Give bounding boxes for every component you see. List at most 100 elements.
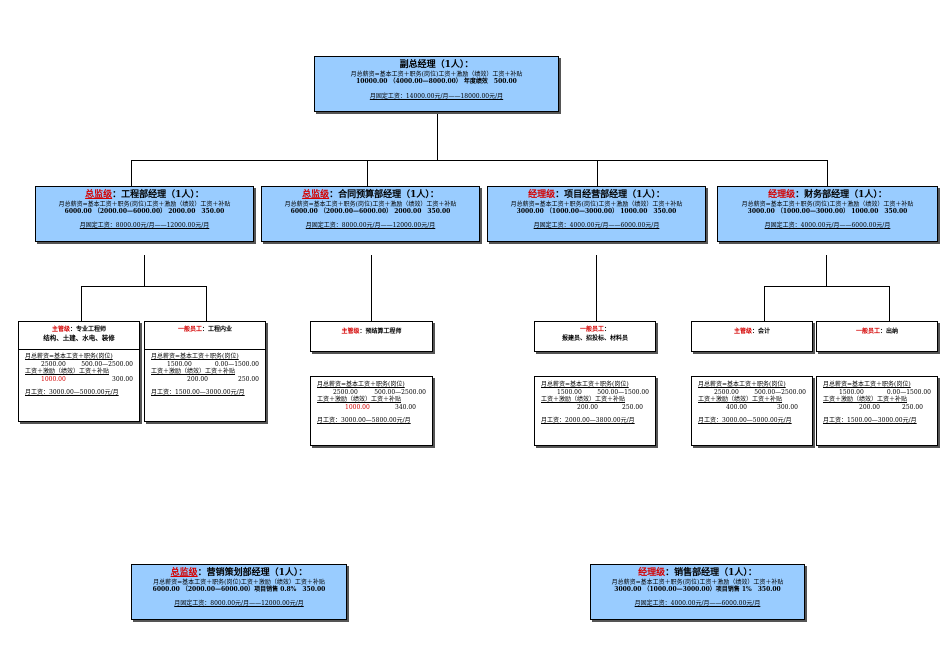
level-label: 总监级 [302, 190, 330, 200]
manager-box-marketing-planning: 总监级：营销策划部经理（1人）： 月总薪资=基本工资＋职务(岗位)工资＋激励（绩… [131, 564, 347, 620]
manager-formula: 月总薪资=基本工资＋职务(岗位)工资＋激励（绩效）工资＋补贴 [741, 201, 914, 208]
connector-line [826, 255, 827, 286]
connector-line [596, 255, 597, 322]
staff-title: ：工程内业 [202, 326, 233, 333]
staff-title: ： [604, 326, 611, 333]
vp-title: 副总经理（1人）： [399, 60, 474, 70]
staff-allowance: 250.00 [238, 375, 259, 383]
staff-pay: 月工资：3000.00—5000.00元/月 [25, 389, 119, 396]
manager-numbers: 6000.00 （2000.00—6000.00）项目销售 0.8% 350.0… [152, 586, 326, 593]
staff-post: 500.00—2500.00 [81, 360, 133, 368]
staff-allowance: 250.00 [902, 403, 923, 411]
manager-numbers: 3000.00 （1000.00—3000.00） 1000.00 350.00 [747, 208, 908, 215]
manager-numbers: 6000.00 （2000.00—6000.00） 2000.00 350.00 [290, 208, 451, 215]
staff-base: 2500.00 [714, 388, 739, 396]
staff-formula: 月总薪资=基本工资＋职务(岗位) [25, 353, 113, 360]
staff-title-box-project-staff: 一般员工： 报建员、招投标、材料员 [534, 321, 656, 352]
connector-line [206, 286, 207, 322]
connector-line [764, 286, 765, 322]
vp-formula: 月总薪资=基本工资＋职务(岗位)工资＋激励（绩效）工资＋补贴 [350, 71, 523, 78]
staff-allowance: 250.00 [622, 403, 643, 411]
manager-fixed-salary: 月固定工资：8000.00元/月——12000.00元/月 [79, 222, 210, 229]
staff-post: 0.00—1500.00 [214, 360, 259, 368]
staff-pay: 月工资：1500.00—3000.00元/月 [823, 417, 917, 424]
staff-post: 500.00—1500.00 [597, 388, 649, 396]
staff-title-box-accountant: 主管级：会计 [691, 321, 813, 352]
manager-fixed-salary: 月固定工资：4000.00元/月——6000.00元/月 [634, 600, 761, 607]
vp-box: 副总经理（1人）： 月总薪资=基本工资＋职务(岗位)工资＋激励（绩效）工资＋补贴… [314, 56, 559, 112]
level-label: 主管级 [51, 326, 70, 333]
connector-line [131, 160, 828, 161]
manager-title: ：营销策划部经理（1人）： [197, 568, 308, 578]
connector-line [889, 286, 890, 322]
manager-title: ：合同预算部经理（1人）： [329, 190, 439, 200]
manager-box-sales: 经理级：销售部经理（1人）： 月总薪资=基本工资＋职务(岗位)工资＋激励（绩效）… [590, 564, 805, 620]
staff-formula-2: 工资＋激励（绩效）工资＋补贴 [151, 368, 236, 375]
staff-pay: 月工资：1500.00—3000.00元/月 [151, 389, 245, 396]
staff-formula: 月总薪资=基本工资＋职务(岗位) [151, 353, 239, 360]
manager-fixed-salary: 月固定工资：4000.00元/月——6000.00元/月 [764, 222, 891, 229]
manager-title: ：项目经营部经理（1人）： [555, 190, 665, 200]
manager-numbers: 6000.00 （2000.00—6000.00） 2000.00 350.00 [64, 208, 225, 215]
level-label: 主管级 [341, 328, 360, 335]
staff-formula-2: 工资＋激励（绩效）工资＋补贴 [25, 368, 110, 375]
staff-formula-2: 工资＋激励（绩效）工资＋补贴 [823, 396, 908, 403]
manager-numbers: 3000.00 （1000.00—3000.00）项目销售 1% 350.00 [614, 586, 781, 593]
staff-formula: 月总薪资=基本工资＋职务(岗位) [317, 381, 405, 388]
staff-base: 1500.00 [557, 388, 582, 396]
staff-incentive: 200.00 [577, 403, 598, 411]
connector-line [597, 160, 598, 186]
staff-title-box-budget-engineer: 主管级：预结算工程师 [310, 321, 433, 352]
manager-box-engineering: 总监级：工程部经理（1人）： 月总薪资=基本工资＋职务(岗位)工资＋激励（绩效）… [35, 186, 254, 242]
connector-line [827, 160, 828, 186]
manager-formula: 月总薪资=基本工资＋职务(岗位)工资＋激励（绩效）工资＋补贴 [153, 579, 325, 586]
staff-post: 500.00—2500.00 [754, 388, 806, 396]
staff-base: 2500.00 [41, 360, 66, 368]
connector-line [764, 286, 890, 287]
vp-fixed-salary: 月固定工资：14000.00元/月——18000.00元/月 [369, 93, 504, 100]
manager-title: ：销售部经理（1人）： [665, 568, 757, 578]
staff-allowance: 300.00 [777, 403, 798, 411]
manager-title: ：工程部经理（1人）： [112, 190, 204, 200]
level-label: 总监级 [85, 190, 113, 200]
staff-incentive: 1000.00 [41, 375, 66, 383]
manager-numbers: 3000.00 （1000.00—3000.00） 1000.00 350.00 [516, 208, 677, 215]
staff-allowance: 300.00 [112, 375, 133, 383]
staff-pay: 月工资：3000.00—5800.00元/月 [317, 417, 411, 424]
connector-line [81, 286, 82, 322]
staff-title: ：预结算工程师 [359, 328, 402, 335]
connector-line [144, 255, 145, 286]
staff-incentive: 400.00 [726, 403, 747, 411]
staff-base: 2500.00 [333, 388, 358, 396]
staff-formula-2: 工资＋激励（绩效）工资＋补贴 [541, 396, 626, 403]
staff-detail-box-project-staff: 月总薪资=基本工资＋职务(岗位) 1500.00 500.00—1500.00 工… [534, 376, 656, 446]
connector-line [367, 160, 368, 186]
staff-title: ：会计 [752, 328, 771, 335]
staff-incentive: 200.00 [187, 375, 208, 383]
staff-allowance: 340.00 [395, 403, 416, 411]
level-label: 经理级 [528, 190, 556, 200]
staff-incentive: 1000.00 [345, 403, 370, 411]
staff-title-box-cashier: 一般员工：出纳 [816, 321, 938, 352]
staff-post: 0.00—1500.00 [886, 388, 931, 396]
staff-subtitle: 报建员、招投标、材料员 [561, 335, 628, 342]
connector-line [81, 286, 207, 287]
connector-line [371, 255, 372, 322]
manager-fixed-salary: 月固定工资：8000.00元/月——12000.00元/月 [305, 222, 436, 229]
staff-base: 1500.00 [839, 388, 864, 396]
staff-formula: 月总薪资=基本工资＋职务(岗位) [541, 381, 629, 388]
staff-title: ：出纳 [880, 328, 899, 335]
staff-base: 1500.00 [167, 360, 192, 368]
manager-box-contract-budget: 总监级：合同预算部经理（1人）： 月总薪资=基本工资＋职务(岗位)工资＋激励（绩… [261, 186, 480, 242]
connector-line [131, 160, 132, 186]
level-label: 总监级 [170, 568, 198, 578]
manager-title: ：财务部经理（1人）： [795, 190, 887, 200]
staff-incentive: 200.00 [859, 403, 880, 411]
staff-post: 500.00—2500.00 [374, 388, 426, 396]
staff-subtitle: 结构、土建、水电、装修 [43, 334, 115, 342]
staff-box-professional-engineer: 主管级：专业工程师 结构、土建、水电、装修 月总薪资=基本工资＋职务(岗位) 2… [18, 321, 140, 422]
manager-formula: 月总薪资=基本工资＋职务(岗位)工资＋激励（绩效）工资＋补贴 [611, 579, 784, 586]
